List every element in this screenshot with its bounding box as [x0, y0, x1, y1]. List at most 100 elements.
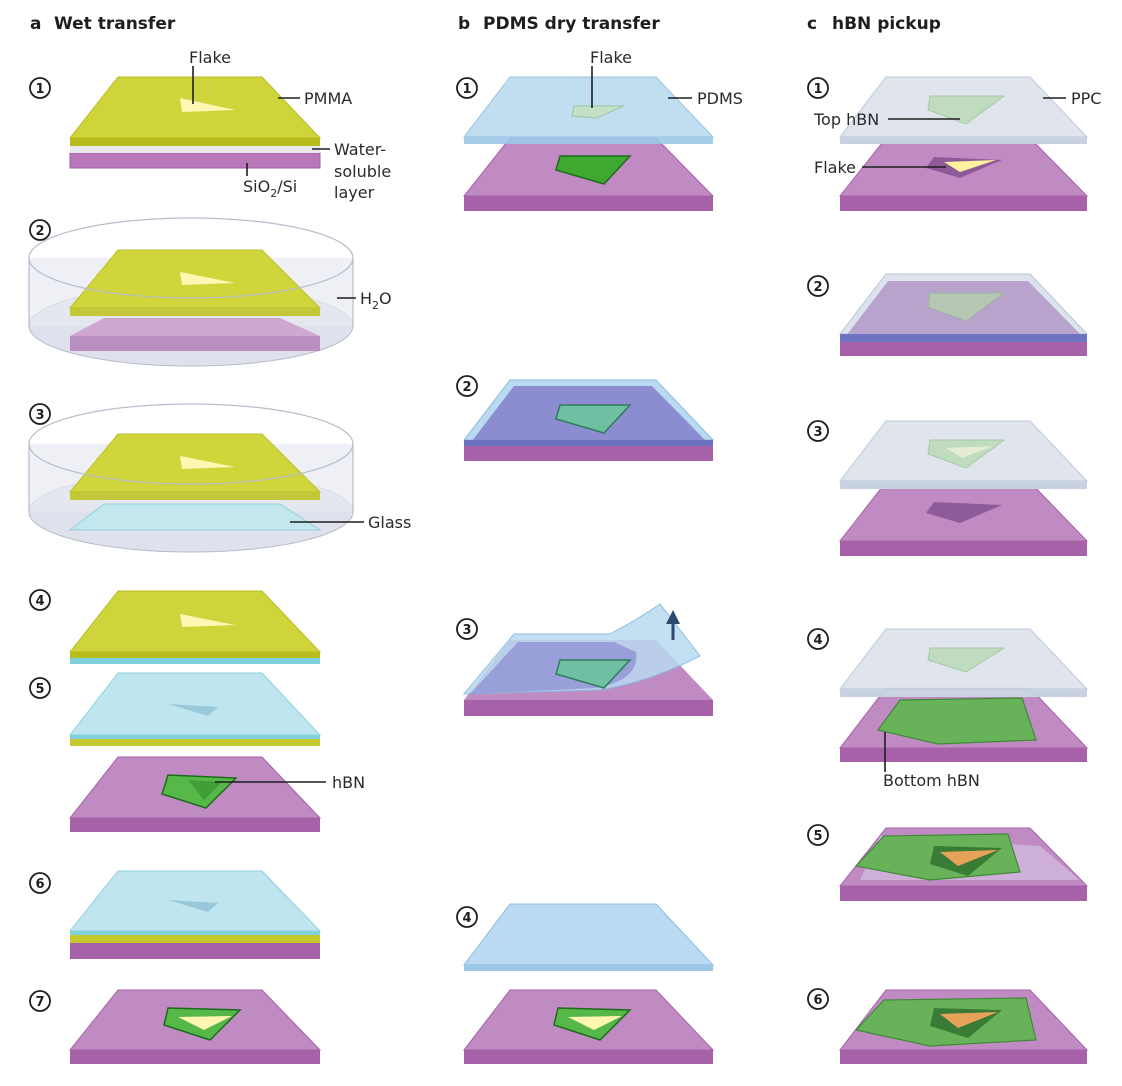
- panel-a-letter: a: [30, 14, 41, 34]
- svg-text:2: 2: [462, 380, 471, 395]
- step-b2: 2: [456, 375, 715, 461]
- label-sio2: SiO2/Si: [243, 177, 297, 200]
- top-hbn-flake: [927, 292, 1006, 322]
- step-c4: 4 Bottom hBN: [807, 628, 1089, 790]
- label-top-hbn: Top hBN: [813, 110, 879, 129]
- picked-flake: [946, 446, 994, 458]
- label-water-soluble-2: soluble: [334, 162, 391, 181]
- pdms-edge: [464, 965, 713, 971]
- panel-b-title: b PDMS dry transfer: [458, 14, 660, 34]
- step-c1: 1 Top hBN PPC Flake: [807, 76, 1101, 211]
- step-a3: 3 Glass: [28, 403, 411, 553]
- step-a7: 7: [29, 989, 322, 1064]
- flake-on-pdms: [571, 105, 625, 119]
- step-a5: 5 hBN: [29, 672, 365, 832]
- substrate-edge: [70, 943, 320, 959]
- step-b1: 1 Flake PDMS: [456, 48, 743, 211]
- substrate-front: [464, 196, 713, 211]
- step-number: 2: [807, 275, 829, 297]
- flake: [180, 614, 235, 627]
- step-number: 6: [29, 872, 51, 894]
- step-number: 4: [807, 628, 829, 650]
- substrate-front: [840, 541, 1087, 556]
- water-soluble-layer: [70, 146, 320, 153]
- hbn-flake: [555, 404, 632, 434]
- step-number: 3: [29, 403, 51, 425]
- pmma-layer-edge: [70, 138, 320, 146]
- step-number: 3: [456, 618, 478, 640]
- label-bottom-hbn: Bottom hBN: [883, 771, 980, 790]
- svg-text:3: 3: [462, 623, 471, 638]
- pmma-floating-edge: [70, 492, 320, 500]
- step-c5: 5: [807, 824, 1089, 901]
- top-hbn-with-flake: [927, 647, 1006, 673]
- panel-c-letter: c: [807, 14, 817, 34]
- flake: [180, 272, 235, 285]
- step-number: 4: [456, 906, 478, 928]
- svg-text:5: 5: [35, 682, 44, 697]
- label-water-soluble-3: layer: [334, 183, 375, 202]
- svg-text:1: 1: [35, 82, 44, 97]
- glass-edge: [70, 735, 320, 739]
- bottom-hbn-flake: [876, 697, 1037, 745]
- step-number: 2: [29, 219, 51, 241]
- panel-a-title: a Wet transfer: [30, 14, 176, 34]
- substrate-front: [464, 1050, 713, 1064]
- step-number: 5: [29, 677, 51, 699]
- svg-text:1: 1: [462, 82, 471, 97]
- label-pmma: PMMA: [304, 89, 352, 108]
- substrate-in-water: [70, 318, 320, 336]
- svg-text:2: 2: [35, 224, 44, 239]
- step-number: 6: [807, 988, 829, 1010]
- step-number: 1: [456, 77, 478, 99]
- label-glass: Glass: [368, 513, 411, 532]
- label-flake: Flake: [814, 158, 856, 177]
- step-a4: 4: [29, 589, 322, 664]
- step-c2: 2: [807, 273, 1089, 356]
- step-number: 3: [807, 420, 829, 442]
- flake: [178, 1016, 232, 1030]
- step-a2: 2 H2O: [28, 217, 392, 367]
- flake: [940, 1012, 998, 1028]
- flake: [180, 456, 235, 469]
- substrate-front: [70, 818, 320, 832]
- hbn-flake: [555, 659, 632, 689]
- ppc-edge: [840, 334, 1087, 342]
- step-b4: 4: [456, 903, 715, 1064]
- hbn-flake-shade: [188, 780, 222, 800]
- svg-text:4: 4: [35, 594, 44, 609]
- ppc-edge: [840, 481, 1087, 489]
- hbn-flake: [555, 155, 632, 185]
- glass-edge: [70, 658, 320, 664]
- step-number: 2: [456, 375, 478, 397]
- pdms-edge: [464, 137, 713, 144]
- svg-text:4: 4: [813, 633, 822, 648]
- label-water-soluble-1: Water-: [334, 140, 386, 159]
- svg-text:5: 5: [813, 829, 822, 844]
- step-c6: 6: [807, 988, 1089, 1064]
- empty-flake-site: [926, 502, 1002, 523]
- substrate-front: [70, 1050, 320, 1064]
- substrate-front: [464, 446, 713, 461]
- step-number: 7: [29, 990, 51, 1012]
- step-number: 4: [29, 589, 51, 611]
- flake: [944, 160, 996, 172]
- flake-shadow: [168, 704, 218, 716]
- pmma-edge: [70, 935, 320, 943]
- substrate-front: [70, 336, 320, 351]
- panel-c-title: c hBN pickup: [807, 14, 941, 34]
- flake: [940, 850, 998, 866]
- pmma-edge: [70, 739, 320, 746]
- pmma-edge: [70, 652, 320, 658]
- pmma-floating-edge: [70, 308, 320, 316]
- step-b3: 3: [456, 603, 713, 716]
- step-a1: 1 Flake PMMA Water- soluble layer SiO2/S…: [29, 48, 391, 202]
- pdms-stamp: [462, 903, 715, 966]
- panel-b-title-text: PDMS dry transfer: [483, 14, 660, 34]
- substrate-front: [840, 196, 1087, 211]
- svg-text:3: 3: [813, 425, 822, 440]
- svg-text:7: 7: [35, 995, 44, 1010]
- step-number: 1: [29, 77, 51, 99]
- glass-flipped: [68, 672, 322, 736]
- label-flake: Flake: [189, 48, 231, 67]
